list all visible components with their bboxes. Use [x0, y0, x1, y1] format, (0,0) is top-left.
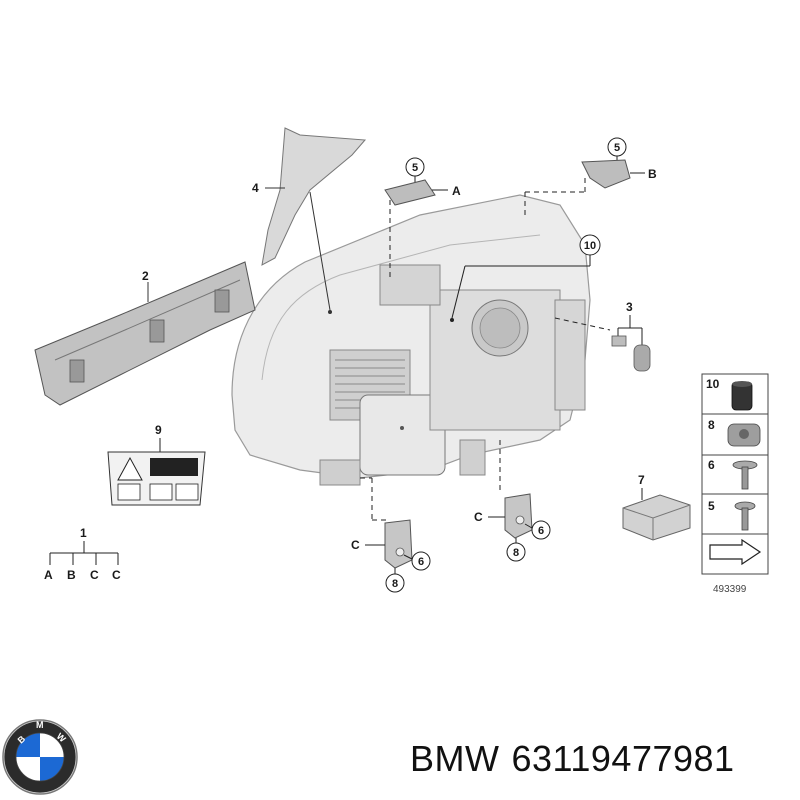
- callout-2-label: 2: [142, 269, 149, 283]
- lower-left-bracket-group: C 6 8: [351, 477, 431, 593]
- ref-tree-c1: C: [90, 568, 99, 582]
- callout-9-label: 9: [155, 423, 162, 437]
- callout-6b-label: 6: [538, 525, 544, 537]
- part-number: 63119477981: [511, 738, 735, 779]
- part-caption: BMW 63119477981: [410, 738, 747, 780]
- callout-6a-label: 6: [418, 556, 424, 568]
- part-9-group: 9: [107, 423, 206, 506]
- svg-text:M: M: [36, 720, 44, 730]
- callout-1-label: 1: [80, 526, 87, 540]
- callout-8a-label: 8: [392, 578, 398, 590]
- diagram-number: 493399: [713, 584, 747, 595]
- part-10-group: 10: [450, 234, 601, 322]
- part-4-deflector: 4: [252, 127, 367, 314]
- callout-3-label: 3: [626, 300, 633, 314]
- part-5b-group: 5 B: [524, 137, 657, 215]
- callout-10-label: 10: [584, 240, 596, 252]
- ref-c-left: C: [351, 538, 360, 552]
- callout-7-label: 7: [638, 473, 645, 487]
- part-5a-group: 5 A: [384, 157, 461, 280]
- ref-tree-b: B: [67, 568, 76, 582]
- callout-5a-label: 5: [412, 162, 418, 174]
- ref-b-top: B: [648, 167, 657, 181]
- ref-c-right: C: [474, 510, 483, 524]
- brand-name: BMW: [410, 738, 500, 779]
- callout-5b-label: 5: [614, 142, 620, 154]
- parts-legend: 10 8 6 5 493399: [701, 373, 769, 595]
- headlight-housing: [231, 194, 591, 486]
- lower-right-bracket-group: C 6 8: [474, 440, 551, 562]
- callout-8b-label: 8: [513, 547, 519, 559]
- ref-a-top: A: [452, 184, 461, 198]
- legend-row-5-label: 5: [708, 499, 715, 513]
- part-3-group: 3: [554, 300, 651, 372]
- part-1-tree: 1 A B C C: [44, 526, 121, 582]
- svg-text:B: B: [16, 733, 28, 745]
- legend-row-8-label: 8: [708, 418, 715, 432]
- ref-tree-c2: C: [112, 568, 121, 582]
- legend-row-10-label: 10: [706, 377, 720, 391]
- callout-4-label: 4: [252, 181, 259, 195]
- bmw-logo: B M W: [2, 719, 78, 795]
- ref-tree-a: A: [44, 568, 53, 582]
- legend-arrow-icon: [709, 538, 762, 566]
- part-7-box: 7: [622, 473, 691, 541]
- part-2-bracket: 2: [34, 261, 256, 406]
- legend-row-6-label: 6: [708, 458, 715, 472]
